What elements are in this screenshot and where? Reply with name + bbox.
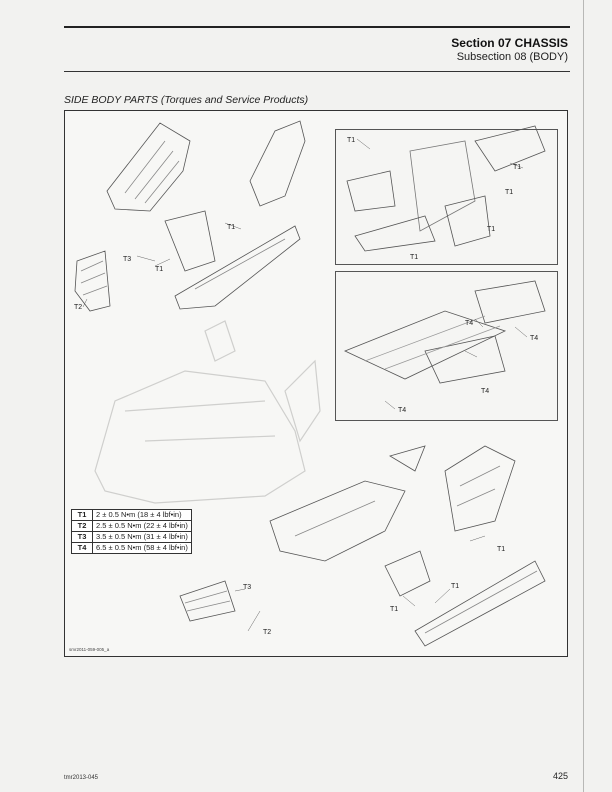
lower-door-panel	[269, 480, 406, 562]
legend-row: T4 6.5 ± 0.5 N•m (58 ± 4 lbf•in)	[71, 542, 192, 554]
legend-key: T3	[71, 531, 93, 543]
callout-t1: T1	[497, 546, 505, 553]
callout-t1: T1	[390, 606, 398, 613]
callout-t1: T1	[347, 137, 355, 144]
legend-row: T2 2.5 ± 0.5 N•m (22 ± 4 lbf•in)	[71, 520, 192, 532]
legend-key: T2	[71, 520, 93, 532]
vent-grille	[384, 550, 431, 597]
callout-t1: T1	[487, 226, 495, 233]
inset-detail-upper	[335, 129, 558, 265]
document-code: tmr2013-045	[64, 775, 99, 781]
callout-t3: T3	[243, 584, 251, 591]
section-title: Section 07 CHASSIS	[451, 36, 568, 50]
figure-code: smr2011-059-005_a	[69, 647, 110, 652]
callout-t1: T1	[410, 254, 418, 261]
vehicle-ghost	[94, 370, 306, 504]
legend-key: T4	[71, 542, 93, 554]
legend-value: 2.5 ± 0.5 N•m (22 ± 4 lbf•in)	[92, 520, 192, 532]
legend-row: T1 2 ± 0.5 N•m (18 ± 4 lbf•in)	[71, 509, 192, 521]
parts-drawing: T1 T1 T3 T2 T1 T1 T1 T1 T1 T4 T4 T4 T4 T…	[74, 120, 546, 647]
callout-t4: T4	[481, 388, 489, 395]
exploded-view-figure: T1 T1 T3 T2 T1 T1 T1 T1 T1 T4 T4 T4 T4 T…	[64, 110, 568, 657]
callout-t1: T1	[155, 266, 163, 273]
figure-title: SIDE BODY PARTS (Torques and Service Pro…	[64, 94, 309, 106]
subsection-title: Subsection 08 (BODY)	[456, 51, 568, 63]
legend-row: T3 3.5 ± 0.5 N•m (31 ± 4 lbf•in)	[71, 531, 192, 543]
header-rule	[64, 71, 570, 72]
legend-value: 2 ± 0.5 N•m (18 ± 4 lbf•in)	[92, 509, 192, 521]
page-number: 425	[552, 771, 568, 781]
upper-side-panel	[106, 122, 191, 212]
callout-t4: T4	[530, 335, 538, 342]
callout-t1: T1	[513, 164, 521, 171]
bottom-rail	[414, 560, 546, 647]
callout-t1: T1	[451, 583, 459, 590]
legend-value: 3.5 ± 0.5 N•m (31 ± 4 lbf•in)	[92, 531, 192, 543]
callout-t1: T1	[505, 189, 513, 196]
top-rule	[64, 26, 570, 28]
section-header: Section 07 CHASSIS Subsection 08 (BODY)	[451, 36, 568, 63]
rear-pillar-panel	[249, 120, 306, 207]
callout-t4: T4	[465, 320, 473, 327]
rocker-panel	[174, 225, 301, 310]
callout-t2: T2	[263, 629, 271, 636]
callout-t1: T1	[227, 224, 235, 231]
margin-rule	[583, 0, 584, 792]
lower-side-panel	[444, 445, 516, 532]
legend-key: T1	[71, 509, 93, 521]
floor-panel	[343, 310, 507, 380]
lamp-bracket	[179, 580, 236, 622]
callout-t2: T2	[74, 304, 82, 311]
front-fender	[74, 250, 111, 312]
legend-value: 6.5 ± 0.5 N•m (58 ± 4 lbf•in)	[92, 542, 192, 554]
callout-t4: T4	[398, 407, 406, 414]
torque-legend: T1 2 ± 0.5 N•m (18 ± 4 lbf•in) T2 2.5 ± …	[71, 509, 192, 554]
callout-t3: T3	[123, 256, 131, 263]
